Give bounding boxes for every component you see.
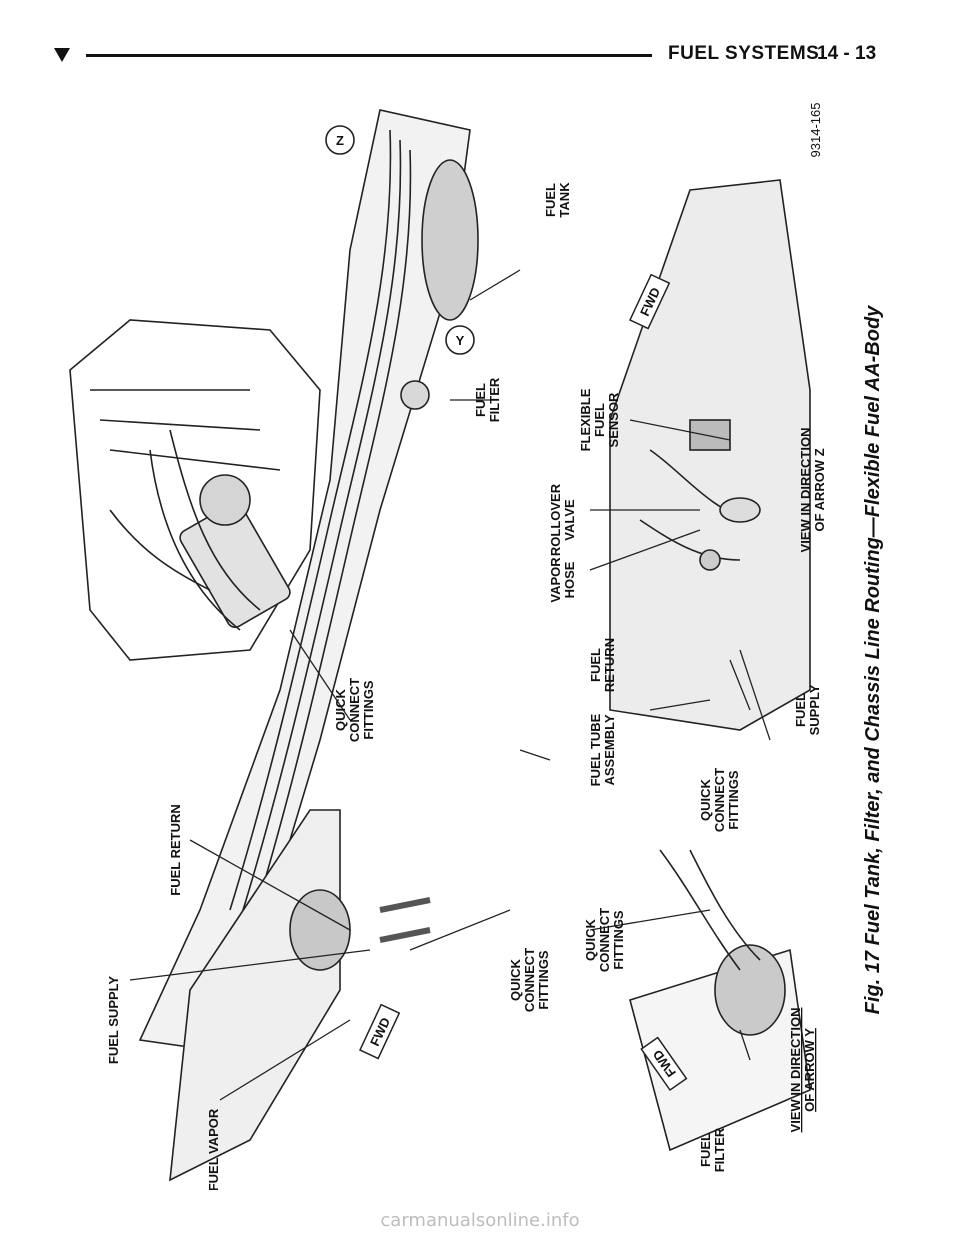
svg-text:VIEW IN DIRECTION: VIEW IN DIRECTION	[798, 428, 813, 553]
svg-text:FUEL SUPPLY: FUEL SUPPLY	[106, 976, 121, 1064]
svg-text:TANK: TANK	[557, 182, 572, 218]
svg-text:Y: Y	[456, 333, 465, 348]
header-rule	[86, 54, 652, 57]
page-number: 14 - 13	[817, 43, 877, 64]
watermark: carmanualsonline.info	[380, 1210, 580, 1231]
label-quick-connect-left: QUICK CONNECT FITTINGS	[508, 948, 551, 1012]
label-quick-connect-inset: QUICK CONNECT FITTINGS	[583, 908, 626, 972]
arrow-y-marker: Y	[445, 325, 475, 355]
leader-lines	[129, 269, 771, 1101]
svg-text:VAPOR: VAPOR	[548, 557, 563, 603]
callout-labels: FUEL TANK FUEL FILTER QUICK CONNECT FITT…	[106, 103, 827, 1192]
svg-text:CONNECT: CONNECT	[347, 678, 362, 742]
section-marker-icon	[54, 48, 70, 62]
svg-text:FUEL: FUEL	[592, 403, 607, 437]
label-fuel-supply-right: FUEL SUPPLY	[793, 684, 822, 735]
fwd-arrow-left: FWD	[359, 1003, 401, 1060]
engine-bay-drawing	[69, 319, 321, 661]
label-fuel-filter-top: FUEL FILTER	[473, 377, 502, 422]
svg-text:FUEL RETURN: FUEL RETURN	[168, 804, 183, 895]
svg-text:FUEL: FUEL	[588, 648, 603, 682]
label-vapor-hose: VAPOR HOSE	[548, 557, 577, 603]
svg-text:FUEL: FUEL	[543, 183, 558, 217]
svg-text:QUICK: QUICK	[508, 958, 523, 1001]
label-view-arrow-z: VIEW IN DIRECTION OF ARROW Z	[798, 428, 827, 553]
svg-text:CONNECT: CONNECT	[712, 768, 727, 832]
svg-text:CONNECT: CONNECT	[597, 908, 612, 972]
svg-text:FUEL: FUEL	[698, 1133, 713, 1167]
svg-text:HOSE: HOSE	[562, 561, 577, 598]
svg-text:FILTER: FILTER	[712, 1127, 727, 1172]
page-header: FUEL SYSTEMS 14 - 13	[0, 0, 960, 90]
inset-filter-drawing	[629, 849, 811, 1152]
label-rollover-valve: ROLLOVER VALVE	[548, 483, 577, 556]
svg-text:QUICK: QUICK	[583, 918, 598, 961]
label-view-arrow-y: VIEW IN DIRECTION OF ARROW Y	[788, 1008, 817, 1133]
label-fuel-tube-assembly: FUEL TUBE ASSEMBLY	[588, 713, 617, 786]
label-quick-connect-right: QUICK CONNECT FITTINGS	[698, 768, 741, 832]
svg-text:VIEW IN DIRECTION: VIEW IN DIRECTION	[788, 1008, 803, 1133]
svg-text:ROLLOVER: ROLLOVER	[548, 483, 563, 556]
svg-text:FLEXIBLE: FLEXIBLE	[578, 388, 593, 451]
svg-text:FUEL VAPOR: FUEL VAPOR	[206, 1108, 221, 1190]
svg-text:FITTINGS: FITTINGS	[611, 910, 626, 970]
label-figure-code: 9314-165	[808, 103, 823, 158]
label-fuel-supply-left: FUEL SUPPLY	[106, 976, 121, 1064]
label-flexible-fuel-sensor: FLEXIBLE FUEL SENSOR	[578, 388, 621, 451]
svg-text:CONNECT: CONNECT	[522, 948, 537, 1012]
svg-text:FUEL TUBE: FUEL TUBE	[588, 713, 603, 786]
label-quick-connect-top: QUICK CONNECT FITTINGS	[333, 678, 376, 742]
svg-text:FILTER: FILTER	[487, 377, 502, 422]
section-title: FUEL SYSTEMS	[668, 43, 820, 64]
svg-text:QUICK: QUICK	[698, 778, 713, 821]
label-fuel-return-left: FUEL RETURN	[168, 804, 183, 895]
svg-text:OF ARROW Z: OF ARROW Z	[812, 448, 827, 531]
svg-text:FITTINGS: FITTINGS	[536, 950, 551, 1010]
svg-text:ASSEMBLY: ASSEMBLY	[602, 714, 617, 785]
fuel-system-diagram: Z Y FWD FWD FWD FUEL TANK FUEL FILTER QU…	[50, 90, 910, 1192]
filler-neck-drawing	[169, 809, 431, 1182]
svg-text:FUEL: FUEL	[793, 693, 808, 727]
label-fuel-return-right: FUEL RETURN	[588, 638, 617, 692]
diagram-canvas: Z Y FWD FWD FWD FUEL TANK FUEL FILTER QU…	[69, 103, 827, 1192]
svg-text:9314-165: 9314-165	[808, 103, 823, 158]
svg-text:FITTINGS: FITTINGS	[726, 770, 741, 830]
svg-text:SENSOR: SENSOR	[606, 392, 621, 448]
fuel-tank-drawing	[609, 179, 811, 731]
svg-text:FITTINGS: FITTINGS	[361, 680, 376, 740]
arrow-z-marker: Z	[325, 125, 355, 155]
label-fuel-tank: FUEL TANK	[543, 182, 572, 218]
label-fuel-filter-inset: FUEL FILTER	[698, 1127, 727, 1172]
svg-text:VALVE: VALVE	[562, 499, 577, 541]
svg-text:RETURN: RETURN	[602, 638, 617, 692]
svg-text:FUEL: FUEL	[473, 383, 488, 417]
svg-text:OF ARROW Y: OF ARROW Y	[802, 1028, 817, 1112]
svg-text:SUPPLY: SUPPLY	[807, 684, 822, 735]
label-fuel-vapor: FUEL VAPOR	[206, 1108, 221, 1191]
svg-text:QUICK: QUICK	[333, 688, 348, 731]
svg-text:Z: Z	[336, 133, 344, 148]
